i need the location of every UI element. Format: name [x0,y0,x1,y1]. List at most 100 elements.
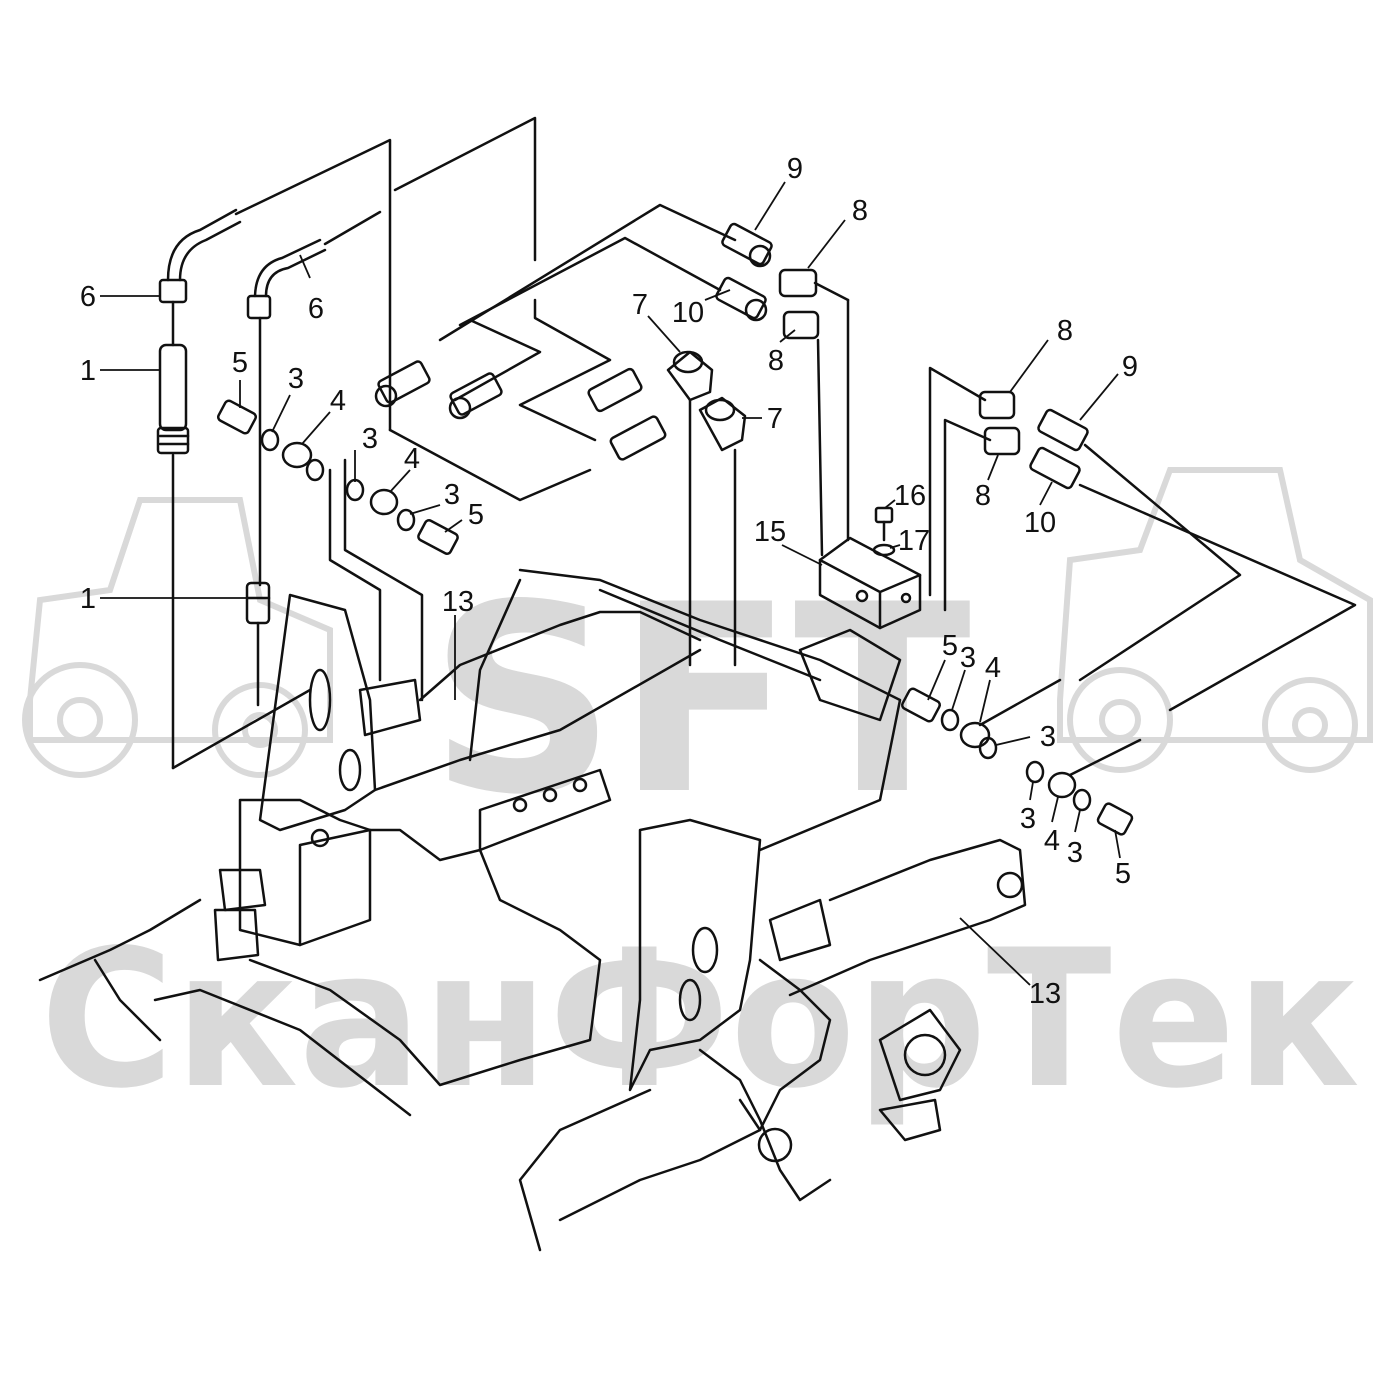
pipe-part-1-upper [156,343,190,770]
hose-part-6-left [158,138,392,432]
hose-ferrule-b [448,372,503,420]
watermark-tractor-left [22,497,333,778]
callout-label: 4 [1044,825,1060,857]
callout-part-1-upper: 1 [80,355,160,387]
fitting-part-8-right-a [978,390,1016,420]
callout-part-8-top-a: 8 [807,195,868,269]
callout-label: 9 [1122,351,1138,383]
callout-label: 4 [404,443,420,475]
callout-label: 3 [288,363,304,395]
callout-part-4-left-b: 4 [389,443,420,493]
pipe-part-1-lower [171,581,312,770]
seal-ring-part-3-right-c [1025,760,1045,784]
callout-part-5-right: 5 [927,630,958,701]
callout-part-16: 16 [884,480,926,512]
callout-part-7b: 7 [742,403,783,435]
callout-label: 16 [894,480,926,512]
callout-label: 8 [768,345,784,377]
watermark-tractor-right [1057,467,1373,773]
callout-part-4-right: 4 [979,652,1001,723]
callout-part-10-right: 10 [1024,481,1056,539]
callout-label: 3 [444,479,460,511]
callout-label: 5 [942,630,958,662]
callout-part-3-right-b: 3 [995,721,1056,753]
callout-part-3-right-c: 3 [1020,781,1036,835]
callout-part-4-left: 4 [301,385,346,445]
callout-label: 3 [1067,837,1083,869]
callout-part-3-left-c: 3 [409,479,460,515]
callout-label: 1 [80,583,96,615]
callout-label: 17 [898,525,930,557]
banjo-part-4-left [281,441,313,469]
elbow-fitting-part-7b [698,396,747,667]
line-art [38,116,1357,1252]
callout-part-1-lower: 1 [80,583,247,615]
banjo-bolt-part-5-right [900,687,942,723]
seal-ring-part-3-left-b [305,458,325,482]
callout-label: 8 [975,480,991,512]
watermark-brand: СканФорТек [40,909,1360,1130]
seal-ring-part-3-right-b [978,736,998,760]
callout-label: 5 [1115,858,1131,890]
banjo-bolt-part-5-left [216,399,258,435]
callout-label: 6 [80,281,96,313]
hose-part-6-right [246,210,382,587]
callout-label: 3 [1040,721,1056,753]
callout-label: 7 [632,289,648,321]
hose-right-loop [928,366,1357,712]
hose-ferrule-d [609,415,667,461]
callout-part-3-right-a: 3 [951,642,976,711]
callout-part-13-left: 13 [442,586,474,700]
bolt-part-16 [874,506,894,542]
callout-label: 4 [330,385,346,417]
callout-label: 13 [442,586,474,618]
washer-part-17 [872,543,896,557]
banjo-bolt-part-5-left-b [417,518,459,556]
frame-left-low [38,898,412,1117]
callout-part-8-top-b: 8 [768,329,796,377]
fitting-part-10-top [715,276,768,322]
hose-loop-upper [388,116,737,502]
callout-part-7a: 7 [632,289,681,353]
hose-to-block [816,298,850,557]
watermark-logo: SFT [429,550,973,852]
callout-label: 4 [985,652,1001,684]
banjo-part-4-left-b [369,488,399,516]
banjo-part-4-right [959,678,1062,749]
fitting-part-8-top-b [782,310,820,340]
fitting-part-9-right [1037,408,1089,452]
banjo-part-4-right-b [1047,738,1142,799]
callout-label: 8 [852,195,868,227]
callout-label: 5 [232,347,248,379]
callout-part-9-right: 9 [1079,351,1138,421]
callout-label: 8 [1057,315,1073,347]
seal-ring-part-3-left-d [396,508,416,532]
callout-part-17: 17 [889,525,930,557]
callout-label: 10 [672,297,704,329]
callout-part-9-top: 9 [754,153,803,231]
callout-label: 10 [1024,507,1056,539]
callout-part-4-right-b: 4 [1044,796,1060,857]
callout-label: 15 [754,516,786,548]
seal-ring-part-3-right-d [1072,788,1092,812]
fitting-part-10-right [1029,446,1081,490]
fitting-part-8-right-b [983,426,1021,456]
seal-ring-part-3-right-a [940,708,960,732]
callout-part-5-left: 5 [232,347,248,408]
callout-label: 7 [767,403,783,435]
distribution-block-part-15 [818,536,922,630]
callout-part-8-right-a: 8 [1009,315,1073,393]
fitting-part-8-top-a [778,268,850,302]
seal-ring-part-3-left-c [345,478,365,502]
callout-part-6-right: 6 [299,254,324,325]
callout-label: 3 [960,642,976,674]
callout-part-3-right-d: 3 [1067,809,1083,869]
callout-part-10-top: 10 [672,289,731,329]
callout-label: 3 [362,423,378,455]
callout-part-3-left-a: 3 [271,363,304,433]
callout-label: 9 [787,153,803,185]
hose-ferrule-c [587,367,643,413]
seal-ring-part-3-left-a [260,428,280,452]
